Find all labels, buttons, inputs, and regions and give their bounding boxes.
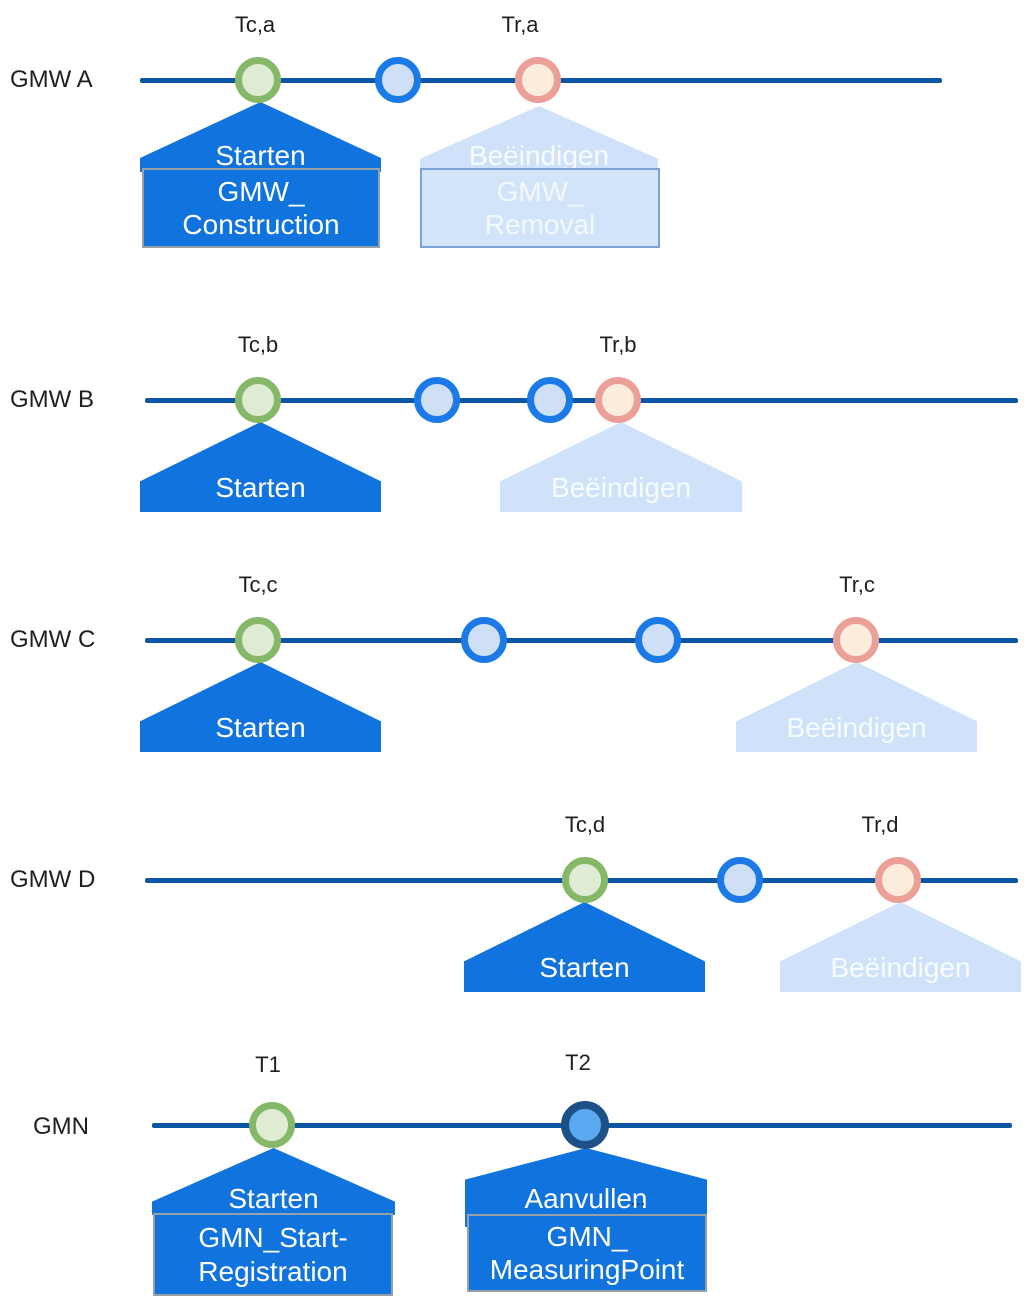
time-label-trb: Tr,b [599, 332, 637, 357]
time-label-tca: Tc,a [234, 12, 276, 37]
removal-rect-line2: Removal [484, 209, 596, 240]
start-event-label: Starten [228, 1183, 319, 1214]
row-label-gmw-d: GMW D [10, 866, 96, 893]
row-label-gmn: GMN [33, 1113, 89, 1140]
end-event-house-gmw-d: Beëindigen [780, 902, 1021, 992]
end-marker-icon [833, 617, 879, 663]
construction-rect-line1: GMW_ [217, 175, 305, 207]
start-event-label: Starten [215, 712, 306, 743]
intermediate-marker-icon [527, 377, 573, 423]
start-event-label: Starten [539, 952, 630, 983]
start-event-label: Starten [215, 472, 306, 503]
time-label-tcb: Tc,b [237, 332, 279, 357]
timeline-gmw-b [145, 398, 1018, 403]
intermediate-marker-icon [461, 617, 507, 663]
row-label-gmw-b: GMW B [10, 386, 94, 413]
end-marker-icon [595, 377, 641, 423]
intermediate-marker-icon [414, 377, 460, 423]
start-event-house-gmw-d: Starten [464, 902, 705, 992]
time-label-trc: Tr,c [839, 572, 875, 597]
end-event-house-gmw-c: Beëindigen [736, 662, 977, 752]
time-label-tcd: Tc,d [564, 812, 606, 837]
construction-rect-gmw-a: GMW_ Construction [142, 168, 380, 248]
gmn-measuringpoint-rect-line2: MeasuringPoint [489, 1254, 685, 1285]
start-event-house-gmw-a: Starten [140, 102, 381, 172]
time-label-tcc: Tc,c [238, 572, 278, 597]
start-event-house-gmw-c: Starten [140, 662, 381, 752]
time-label-tra: Tr,a [501, 12, 539, 37]
time-label-t2: T2 [565, 1050, 591, 1075]
gmn-start-registration-rect: GMN_Start- Registration [153, 1213, 393, 1296]
end-event-label: Beëindigen [550, 472, 692, 503]
timeline-gmw-c [145, 638, 1018, 643]
start-marker-icon [235, 377, 281, 423]
measuringpoint-marker-icon [561, 1101, 609, 1149]
end-marker-icon [515, 57, 561, 103]
aanvullen-event-label: Aanvullen [524, 1183, 648, 1214]
row-label-gmw-a: GMW A [10, 66, 93, 93]
ellipsis-more-events: … [630, 1192, 648, 1209]
start-event-label: Starten [215, 140, 306, 171]
gmn-measuringpoint-rect-line1: GMN_ [546, 1220, 628, 1252]
gmn-measuringpoint-rect: GMN_ MeasuringPoint [467, 1214, 707, 1292]
intermediate-marker-icon [635, 617, 681, 663]
end-event-house-gmw-b: Beëindigen [500, 422, 742, 512]
start-marker-icon [249, 1102, 295, 1148]
removal-rect-line1: GMW_ [496, 175, 584, 207]
end-event-house-gmw-a: Beëindigen [420, 106, 658, 172]
start-marker-icon [235, 57, 281, 103]
intermediate-marker-icon [717, 857, 763, 903]
end-event-label: Beëindigen [786, 712, 927, 743]
end-marker-icon [875, 857, 921, 903]
start-event-house-gmw-b: Starten [140, 422, 381, 512]
removal-rect-gmw-a: GMW_ Removal [420, 168, 660, 248]
gmn-start-rect-line1: GMN_Start- [198, 1222, 348, 1254]
gmn-start-rect-line2: Registration [198, 1255, 348, 1287]
row-label-gmw-c: GMW C [10, 626, 96, 653]
end-event-label: Beëindigen [830, 952, 971, 983]
construction-rect-line2: Construction [182, 209, 340, 240]
time-label-t1: T1 [255, 1052, 281, 1077]
time-label-trd: Tr,d [861, 812, 899, 837]
start-marker-icon [235, 617, 281, 663]
end-event-label: Beëindigen [468, 140, 610, 171]
start-event-house-gmn: Starten [152, 1148, 395, 1215]
intermediate-marker-icon [375, 57, 421, 103]
start-marker-icon [562, 857, 608, 903]
